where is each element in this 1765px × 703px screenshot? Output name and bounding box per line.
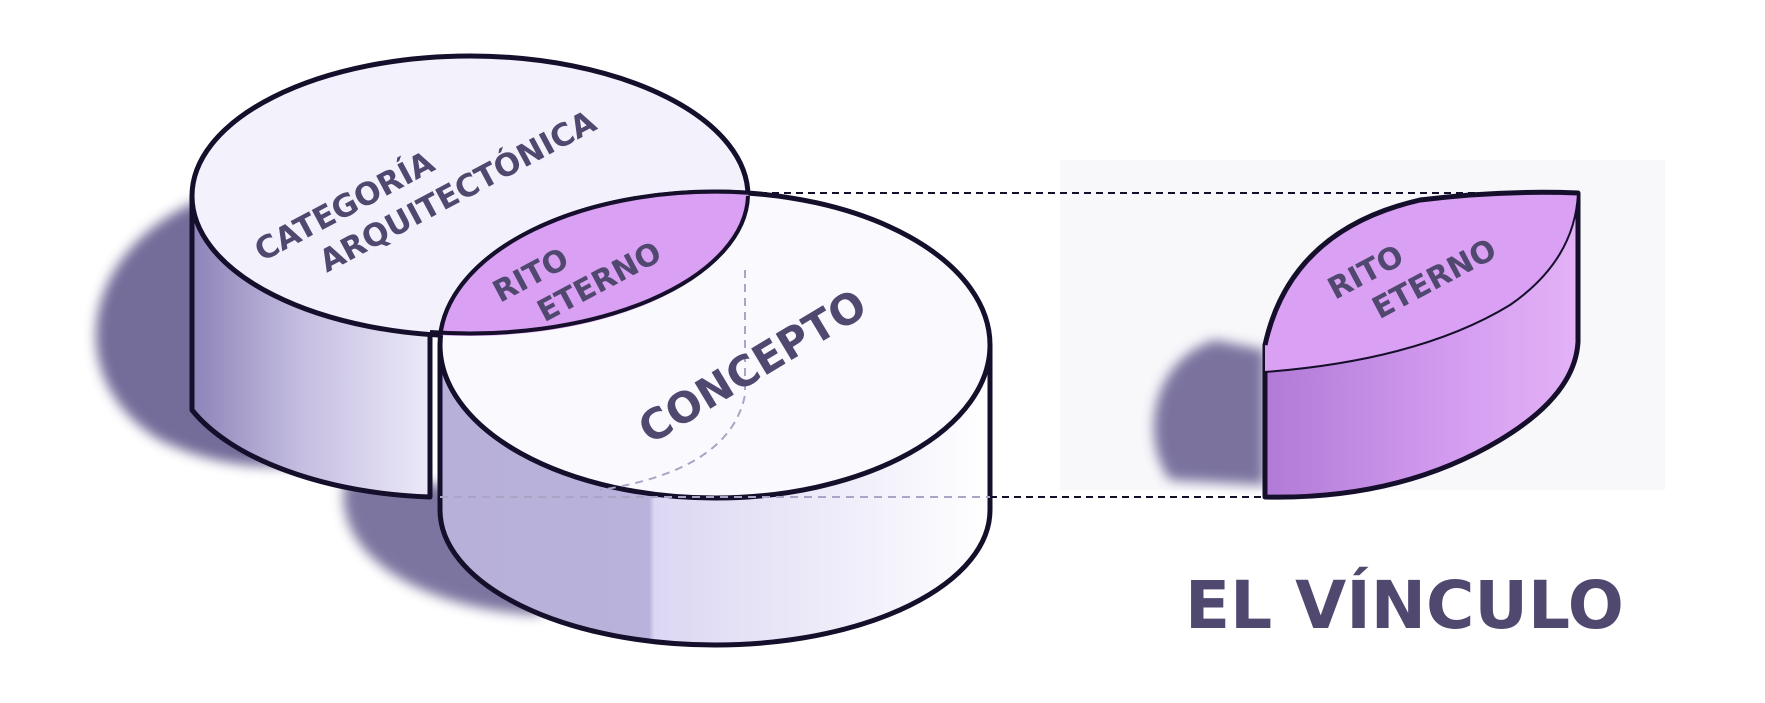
extracted-lens-top <box>1265 192 1578 372</box>
diagram-title: EL VÍNCULO <box>1185 566 1624 644</box>
lens-shadow <box>1153 340 1265 485</box>
intersection-lens <box>440 192 748 336</box>
hidden-edge-dashed <box>599 270 746 491</box>
